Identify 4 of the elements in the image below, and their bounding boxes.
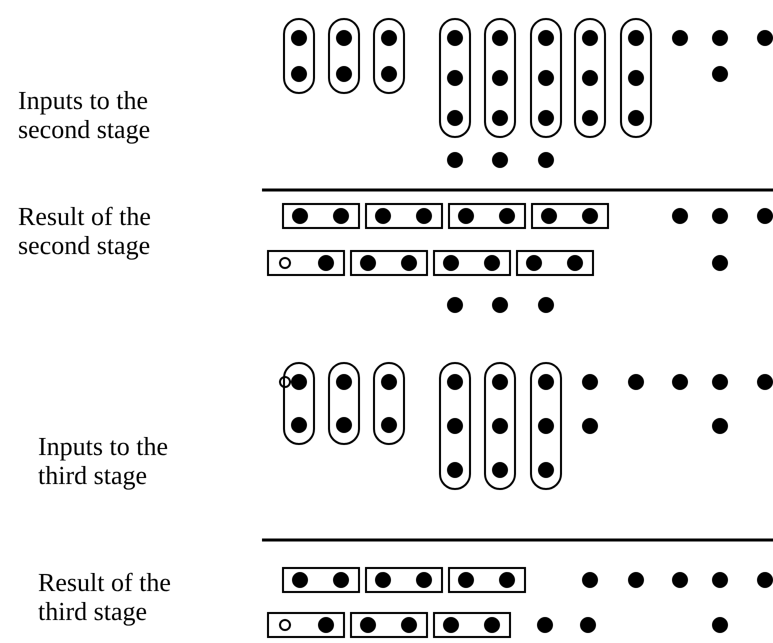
row-label: Result of the third stage xyxy=(38,568,172,626)
row-label: Result of the second stage xyxy=(18,202,152,260)
row-label: Inputs to the third stage xyxy=(38,432,169,490)
row-label: Inputs to the second stage xyxy=(18,86,152,144)
